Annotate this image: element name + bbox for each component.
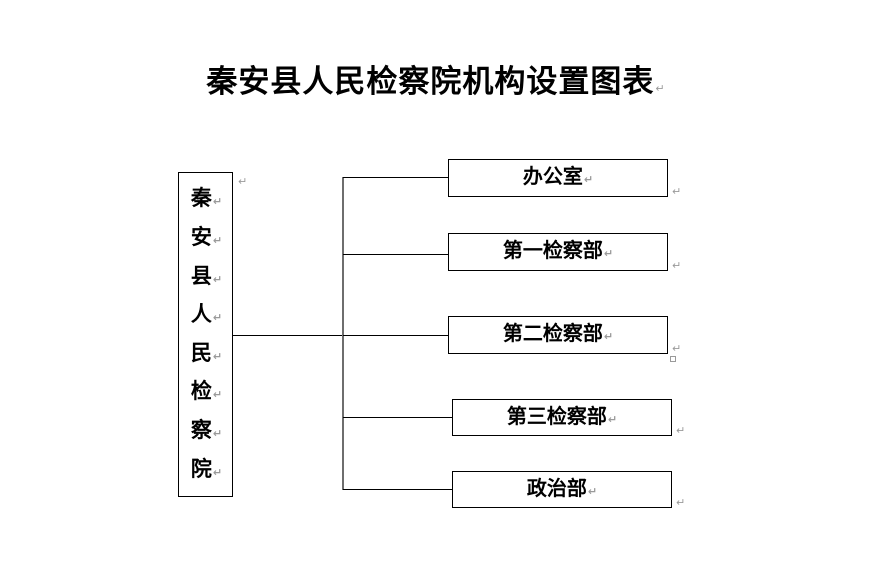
org-root-char-4: 民↵ bbox=[190, 339, 223, 368]
org-root-char-text-1: 安 bbox=[190, 223, 212, 249]
org-root-char-text-4: 民 bbox=[190, 339, 212, 365]
connector-branch-4 bbox=[343, 417, 453, 418]
object-anchor-handle[interactable] bbox=[670, 356, 676, 362]
paragraph-mark-icon-node-box-5: ↵ bbox=[676, 496, 686, 509]
org-root-char-7: 院↵ bbox=[190, 455, 223, 484]
org-root-char-text-5: 检 bbox=[190, 378, 212, 404]
paragraph-mark-icon-root-box: ↵ bbox=[238, 175, 248, 188]
org-node-box-1[interactable]: 办公室↵ bbox=[448, 159, 668, 197]
org-node-label-2: 第一检察部↵ bbox=[503, 239, 613, 265]
paragraph-mark-icon-node-box-2: ↵ bbox=[672, 259, 682, 272]
paragraph-mark-icon-node-box-4: ↵ bbox=[676, 424, 686, 437]
connector-branch-3 bbox=[343, 335, 449, 336]
paragraph-mark-icon-node-box-1: ↵ bbox=[672, 185, 682, 198]
page-title: 秦安县人民检察院机构设置图表 bbox=[206, 64, 655, 100]
connector-branch-5 bbox=[343, 489, 453, 490]
org-node-label-4: 第三检察部↵ bbox=[507, 405, 617, 431]
org-root-char-text-0: 秦 bbox=[190, 185, 212, 211]
org-node-label-text-5: 政治部 bbox=[526, 475, 587, 500]
paragraph-mark-icon-root-4: ↵ bbox=[212, 349, 223, 363]
org-root-box[interactable]: 秦↵ 安↵ 县↵ 人↵ 民↵ 检↵ 察↵ 院↵ bbox=[178, 172, 233, 497]
paragraph-mark-icon-node-4: ↵ bbox=[607, 412, 618, 426]
org-node-label-text-4: 第三检察部 bbox=[506, 403, 607, 428]
paragraph-mark-icon-root-1: ↵ bbox=[212, 233, 223, 247]
org-node-label-5: 政治部↵ bbox=[527, 477, 597, 503]
org-node-label-1: 办公室↵ bbox=[523, 165, 593, 191]
connector-stem-horizontal bbox=[233, 335, 343, 336]
org-node-label-3: 第二检察部↵ bbox=[503, 322, 613, 348]
org-root-char-1: 安↵ bbox=[190, 223, 223, 252]
org-root-char-5: 检↵ bbox=[191, 380, 222, 406]
page-title-row: 秦安县人民检察院机构设置图表↵ bbox=[0, 56, 871, 101]
org-node-label-text-2: 第一检察部 bbox=[502, 238, 603, 262]
paragraph-mark-icon-node-5: ↵ bbox=[587, 484, 598, 498]
org-node-box-5[interactable]: 政治部↵ bbox=[452, 471, 672, 508]
org-root-char-text-7: 院 bbox=[190, 455, 212, 481]
org-root-char-6: 察↵ bbox=[191, 419, 222, 445]
connector-branch-1 bbox=[343, 177, 449, 178]
org-node-box-4[interactable]: 第三检察部↵ bbox=[452, 399, 672, 436]
org-node-label-text-1: 办公室 bbox=[522, 164, 583, 188]
org-root-char-text-3: 人 bbox=[190, 301, 212, 327]
paragraph-mark-icon-root-3: ↵ bbox=[212, 311, 223, 325]
connector-branch-2 bbox=[343, 254, 449, 255]
org-root-char-2: 县↵ bbox=[190, 262, 223, 291]
org-node-box-2[interactable]: 第一检察部↵ bbox=[448, 233, 668, 271]
org-root-label-stack: 秦↵ 安↵ 县↵ 人↵ 民↵ 检↵ 察↵ 院↵ bbox=[179, 181, 234, 490]
org-root-char-0: 秦↵ bbox=[191, 187, 222, 213]
paragraph-mark-icon-root-7: ↵ bbox=[212, 465, 223, 479]
connector-trunk-vertical bbox=[342, 177, 344, 490]
paragraph-mark-icon-root-2: ↵ bbox=[212, 272, 223, 286]
paragraph-mark-icon-node-box-3: ↵ bbox=[672, 342, 682, 355]
org-root-char-text-2: 县 bbox=[190, 262, 212, 288]
paragraph-mark-icon-node-3: ↵ bbox=[603, 330, 614, 343]
paragraph-mark-icon-node-2: ↵ bbox=[603, 247, 614, 260]
org-node-label-text-3: 第二检察部 bbox=[502, 321, 603, 345]
paragraph-mark-icon-root-6: ↵ bbox=[212, 427, 223, 441]
org-node-box-3[interactable]: 第二检察部↵ bbox=[448, 316, 668, 354]
paragraph-mark-icon-node-1: ↵ bbox=[583, 173, 594, 186]
paragraph-mark-icon-title: ↵ bbox=[655, 82, 665, 95]
paragraph-mark-icon-root-0: ↵ bbox=[212, 195, 223, 209]
org-root-char-3: 人↵ bbox=[191, 303, 222, 329]
paragraph-mark-icon-root-5: ↵ bbox=[212, 388, 223, 402]
org-root-char-text-6: 察 bbox=[190, 417, 212, 443]
